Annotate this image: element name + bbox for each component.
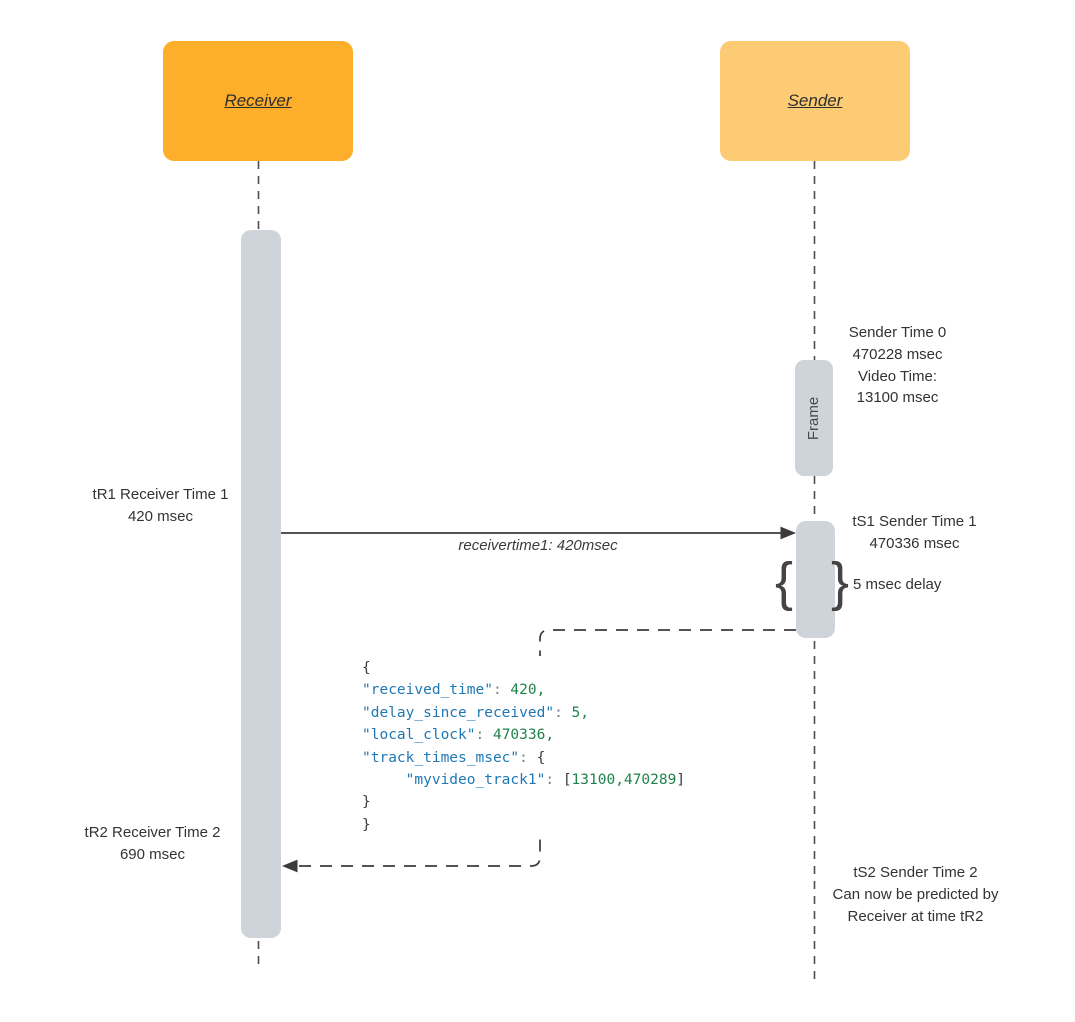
annotation-line: tR2 Receiver Time 2	[84, 824, 221, 841]
delay-brace-right-icon: }	[831, 552, 850, 612]
code-line: }	[362, 794, 371, 811]
code-line: "track_times_msec": {	[362, 749, 546, 766]
annotation-sender-time-0: Sender Time 0 470228 msec Video Time: 13…	[795, 322, 1000, 409]
code-line: "received_time": 420,	[362, 682, 546, 699]
receiver-activation-bar	[241, 230, 281, 938]
annotation-line: Can now be predicted by	[832, 885, 999, 903]
arrowhead-left-icon	[282, 859, 298, 873]
actor-receiver-label: Receiver	[224, 91, 292, 110]
timing-json-block: { "received_time": 420, "delay_since_recei…	[360, 656, 694, 838]
annotation-line: tS1 Sender Time 1	[852, 513, 977, 530]
annotation-ts2: tS2 Sender Time 2 Can now be predicted b…	[813, 862, 1018, 927]
message1-label: receivertime1: 420msec	[458, 537, 618, 554]
sender-activation-bar	[796, 521, 835, 638]
code-line: "local_clock": 470336,	[362, 727, 555, 744]
arrowhead-right-icon	[780, 526, 796, 540]
actor-sender-box: Sender	[720, 41, 910, 161]
sync-message-arrow	[281, 526, 796, 540]
code-line: }	[362, 816, 371, 833]
code-line: "myvideo_track1": [13100,470289]	[405, 772, 686, 789]
annotation-tr2: tR2 Receiver Time 2 690 msec	[50, 822, 255, 866]
actor-sender-label: Sender	[787, 91, 843, 110]
annotation-line: tS2 Sender Time 2	[853, 864, 978, 881]
reply-message-line	[298, 629, 796, 867]
annotation-line: 13100 msec	[856, 389, 939, 407]
annotation-line: tR1 Receiver Time 1	[92, 486, 229, 503]
delay-brace-left-icon: {	[775, 552, 794, 612]
frame-box: Frame	[795, 360, 833, 476]
annotation-line: Sender Time 0	[848, 324, 947, 341]
reply-message-arrow	[282, 629, 796, 873]
annotation-line: 470336 msec	[869, 534, 960, 552]
annotation-line: 690 msec	[119, 845, 186, 863]
annotation-line: 420 msec	[127, 507, 194, 525]
code-line: "delay_since_received": 5,	[362, 704, 589, 721]
annotation-tr1: tR1 Receiver Time 1 420 msec	[58, 484, 263, 528]
annotation-line: 470228 msec	[852, 345, 943, 363]
annotation-delay: 5 msec delay	[853, 576, 942, 593]
code-line: {	[362, 660, 371, 676]
annotation-line: Receiver at time tR2	[847, 907, 984, 925]
actor-receiver-box: Receiver	[163, 41, 353, 161]
annotation-line: Video Time:	[858, 367, 937, 385]
annotation-ts1: tS1 Sender Time 1 470336 msec	[812, 511, 1017, 555]
